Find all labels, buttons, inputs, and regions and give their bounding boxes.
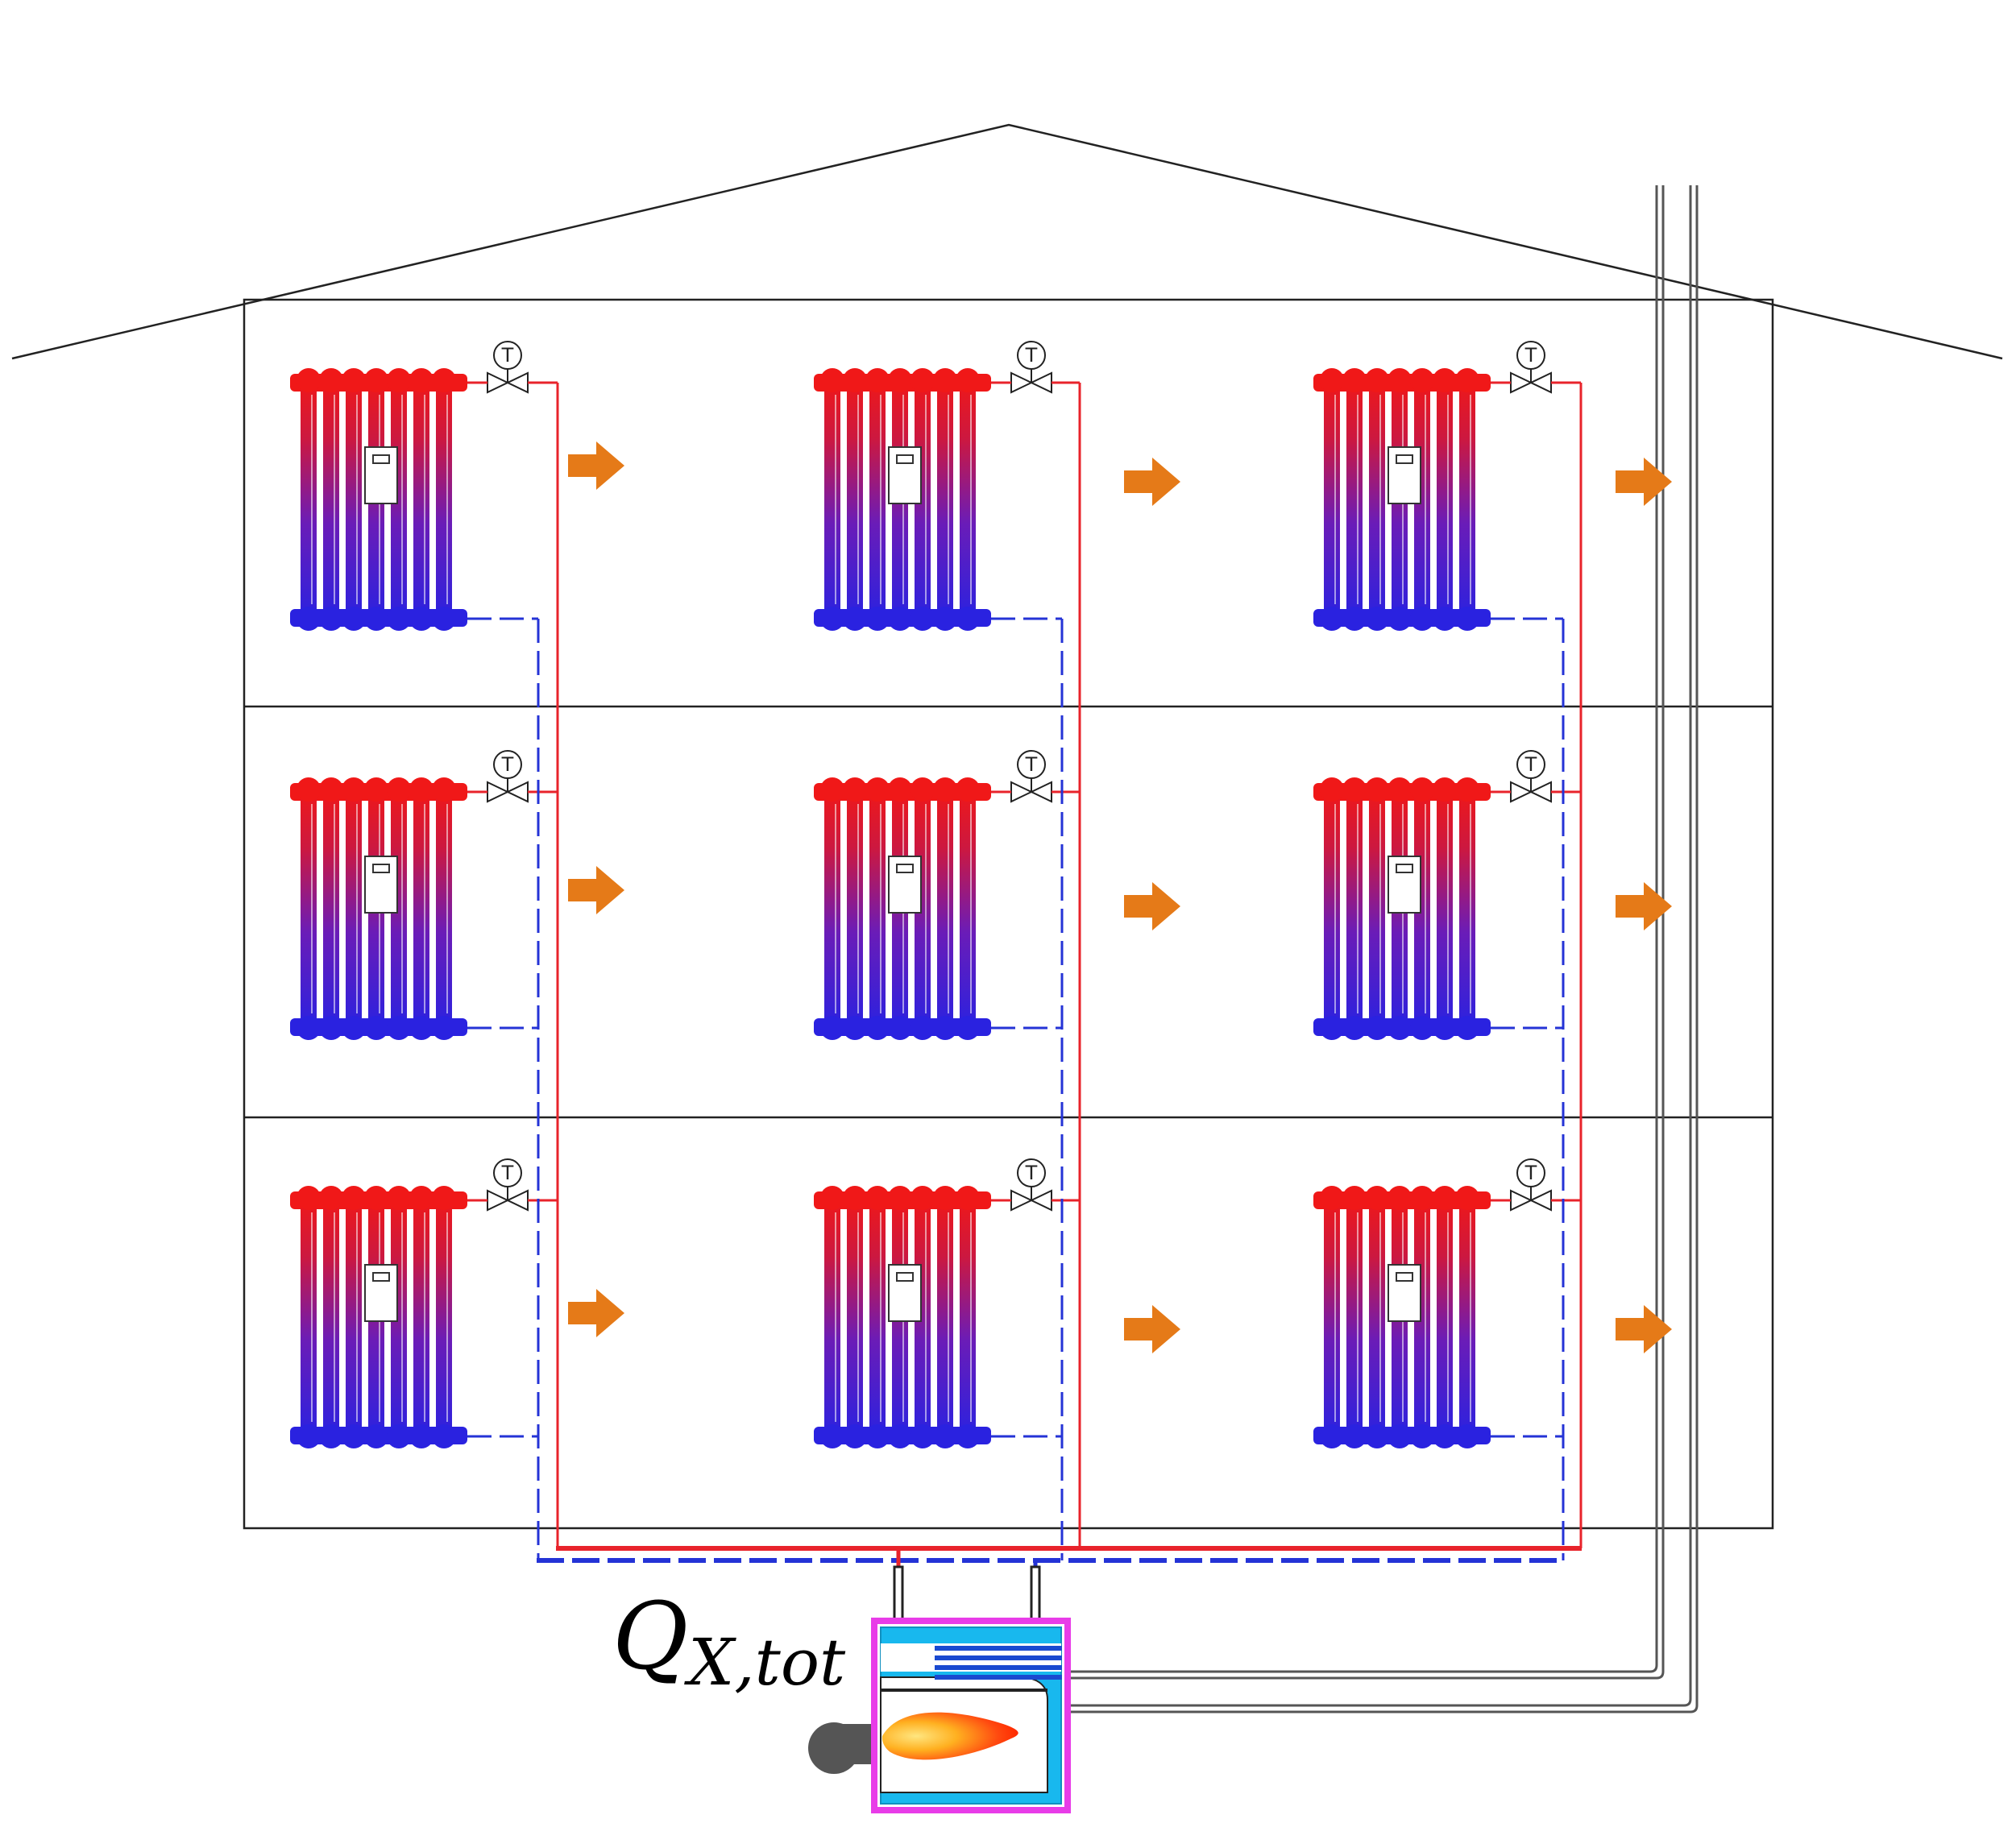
heat-meter-icon — [364, 1264, 398, 1322]
heat-meter-icon — [364, 856, 398, 914]
thermostatic-valve-icon: T — [487, 750, 529, 803]
heat-meter-icon — [1388, 856, 1421, 914]
valve-thermostat-label: T — [1025, 344, 1038, 367]
radiator-unit — [290, 368, 467, 631]
thermostatic-valve-icon: T — [487, 341, 529, 394]
pipes-layer — [467, 381, 1583, 1569]
heat-emission-arrow-icon — [1124, 882, 1180, 930]
heat-emission-arrow-icon — [1124, 458, 1180, 506]
valve-thermostat-label: T — [1524, 344, 1537, 367]
radiator-unit — [290, 1186, 467, 1448]
valve-thermostat-label: T — [1524, 1162, 1537, 1184]
total-heat-symbol: Q — [612, 1583, 689, 1691]
heat-meter-icon — [1388, 1264, 1421, 1322]
radiator-unit — [1313, 368, 1491, 631]
heat-meter-icon — [364, 446, 398, 504]
heat-arrows-layer — [568, 441, 1672, 1353]
heat-meter-icon — [888, 1264, 922, 1322]
valve-thermostat-label: T — [501, 1162, 514, 1184]
radiator-unit — [1313, 777, 1491, 1040]
thermostatic-valve-icon: T — [1010, 341, 1052, 394]
heat-meter-icon — [888, 856, 922, 914]
valve-thermostat-label: T — [501, 344, 514, 367]
heat-meter-icon — [888, 446, 922, 504]
total-heat-subscript: X,tot — [688, 1625, 846, 1700]
total-heat-label: QX,tot — [612, 1591, 845, 1695]
heat-emission-arrow-icon — [1616, 1305, 1672, 1353]
radiator-unit — [814, 777, 991, 1040]
thermostatic-valve-icon: T — [1010, 750, 1052, 803]
radiators-layer: T T T T T T T T T — [290, 341, 1552, 1448]
heat-emission-arrow-icon — [568, 441, 624, 490]
heat-emission-arrow-icon — [1616, 458, 1672, 506]
radiator-unit — [814, 1186, 991, 1448]
house-outline — [243, 298, 1774, 1530]
heat-emission-arrow-icon — [568, 866, 624, 914]
boiler-return-connector — [1030, 1565, 1041, 1626]
roof-outline — [11, 123, 2003, 360]
thermostatic-valve-icon: T — [487, 1158, 529, 1212]
valve-thermostat-label: T — [501, 753, 514, 776]
heat-emission-arrow-icon — [568, 1289, 624, 1337]
boiler-supply-connector — [893, 1565, 904, 1626]
chimney-flue-pipes — [1068, 185, 1699, 1713]
heat-emission-arrow-icon — [1124, 1305, 1180, 1353]
heat-meter-icon — [1388, 446, 1421, 504]
thermostatic-valve-icon: T — [1510, 750, 1552, 803]
thermostatic-valve-icon: T — [1510, 1158, 1552, 1212]
heat-exchanger-tubes — [935, 1646, 1062, 1680]
radiator-unit — [290, 777, 467, 1040]
radiator-unit — [1313, 1186, 1491, 1448]
boiler — [808, 1565, 1071, 1813]
burner-fan-icon — [808, 1722, 878, 1774]
valve-thermostat-label: T — [1025, 1162, 1038, 1184]
heat-emission-arrow-icon — [1616, 882, 1672, 930]
valve-thermostat-label: T — [1025, 753, 1038, 776]
thermostatic-valve-icon: T — [1510, 341, 1552, 394]
valve-thermostat-label: T — [1524, 753, 1537, 776]
burner-flame-icon — [881, 1712, 1018, 1760]
thermostatic-valve-icon: T — [1010, 1158, 1052, 1212]
radiator-unit — [814, 368, 991, 631]
